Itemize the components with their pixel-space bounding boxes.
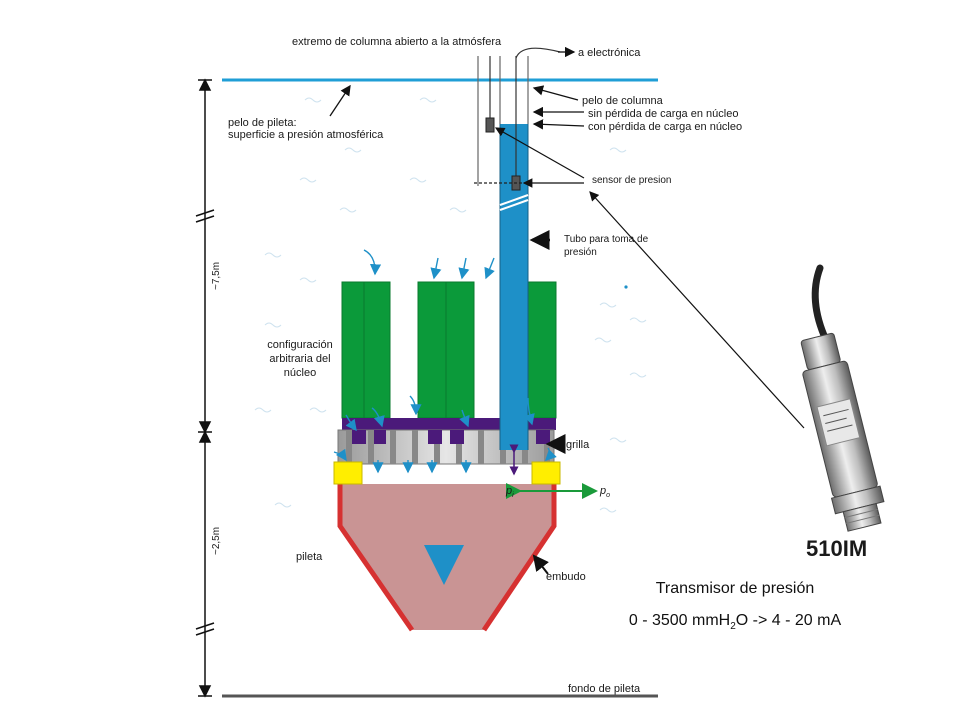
small-dot [624,285,628,289]
funnel-label: embudo [546,571,586,583]
pool-label: pileta [296,551,323,563]
tube-label-2: presión [564,247,597,258]
lower-depth-label: ~2,5m [211,527,222,555]
funnel-wall-left [337,484,415,632]
sensor-pointer-upper [494,127,585,179]
caption-range: 0 - 3500 mmH2O -> 4 - 20 mA [628,612,842,633]
depth-dimension [195,78,215,698]
product-model-label: 510IM [806,536,867,561]
pool-level-label-2: superficie a presión atmosférica [228,129,384,141]
sensor-cables [489,47,561,176]
core-label-2: arbitraria del [269,353,330,365]
funnel-pointer [532,554,549,575]
funnel-body [338,484,556,630]
water-waves [254,97,647,513]
pool-level-pointer [329,84,351,117]
column-level-label: pelo de columna [582,95,664,107]
upper-depth-label: ~7,5m [211,262,222,290]
pressure-sensor-upper [485,117,495,133]
core-label-1: configuración [267,339,332,351]
open-column-label: extremo de columna abierto a la atmósfer… [292,36,502,48]
pressure-sensor-label: sensor de presion [592,175,672,186]
with-loss-pointer [532,119,585,130]
pool-bottom-label: fondo de pileta [568,683,641,695]
column-level-pointer [532,85,579,101]
open-column [477,56,529,186]
sensor-to-photo-line [589,191,805,429]
to-electronics-label: a electrónica [578,47,641,59]
yellow-block-right [531,461,561,485]
with-loss-label: con pérdida de carga en núcleo [588,121,742,133]
transmitter-photo: 510IM [800,264,885,561]
po-label: po [599,485,610,499]
yellow-block-left [333,461,363,485]
caption-title: Transmisor de presión [655,580,815,597]
grid-label: grilla [566,439,590,451]
pi-label: pi [505,485,514,499]
core-label-3: núcleo [284,367,316,379]
no-loss-label: sin pérdida de carga en núcleo [588,108,738,120]
tube-label-1: Tubo para toma de [564,234,649,245]
core-flow-arrows [333,249,557,474]
pool-level-label-1: pelo de pileta: [228,117,297,129]
pressure-tube [499,124,529,450]
core-columns [341,281,557,419]
